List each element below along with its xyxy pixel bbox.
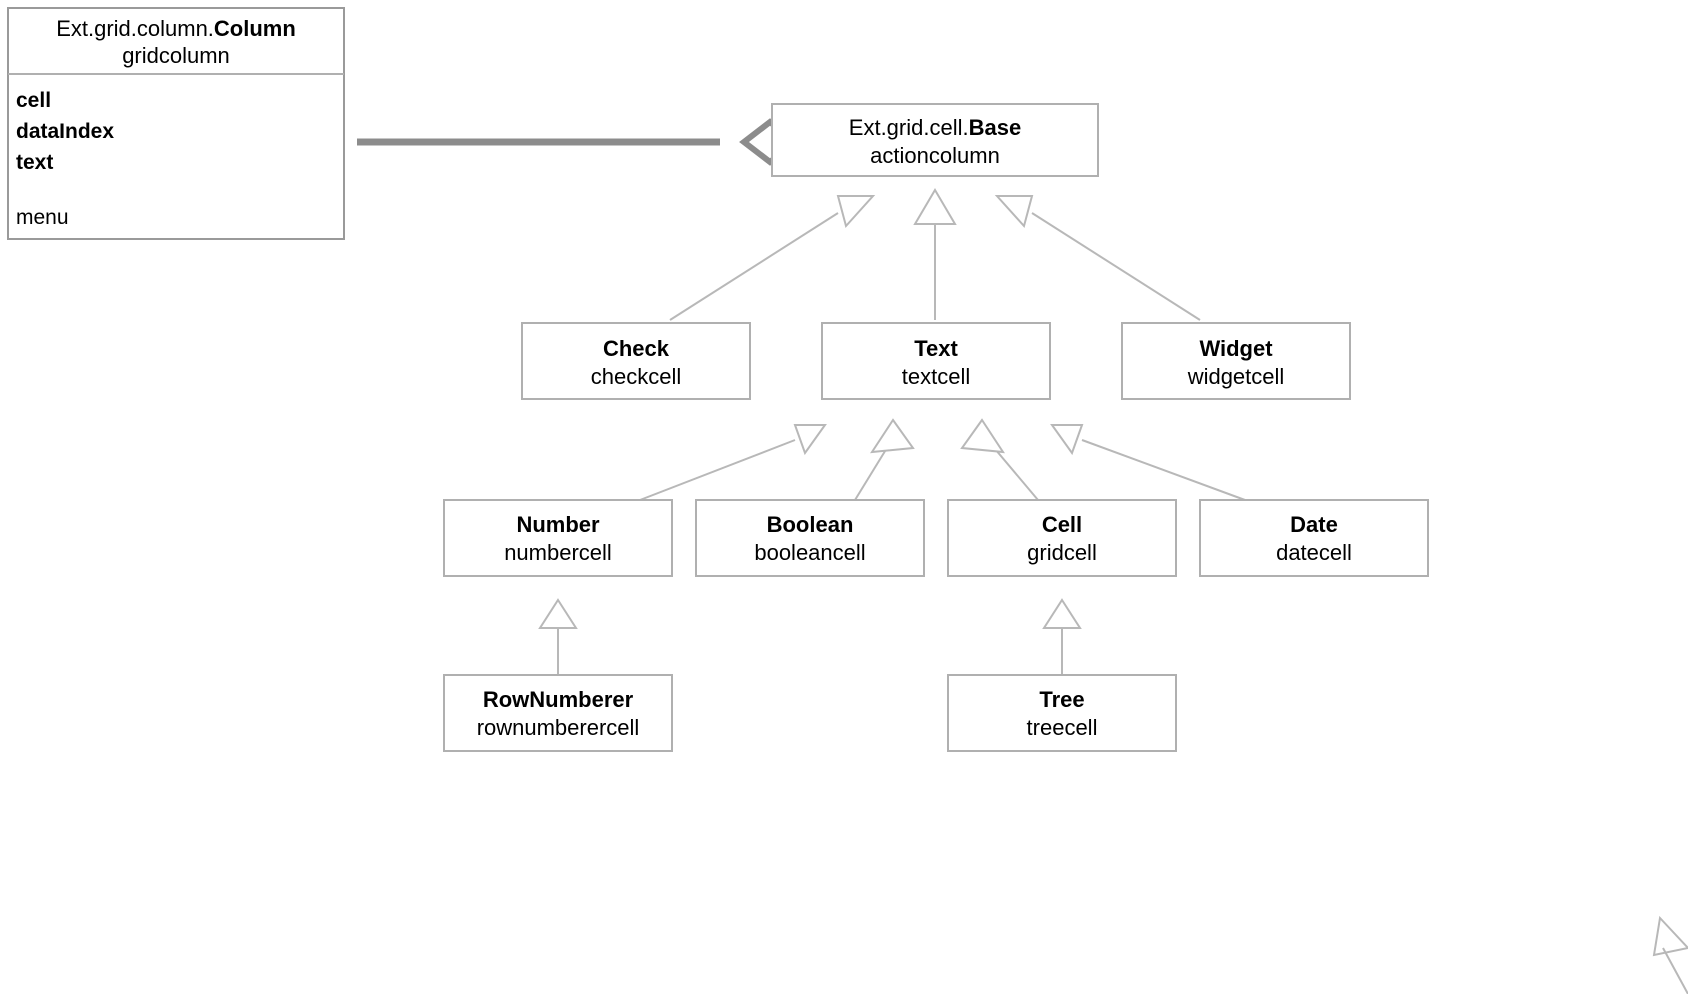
class-alias-cell: gridcell bbox=[1027, 540, 1097, 565]
class-box-outline bbox=[1199, 499, 1429, 577]
class-alias-boolean: booleancell bbox=[754, 540, 865, 565]
relationship-inheritance-rownumberer-number bbox=[538, 598, 578, 678]
class-header-widget: Widget bbox=[1199, 336, 1273, 361]
relationship-inheritance-tree-cell bbox=[1042, 598, 1082, 678]
class-alias-date: datecell bbox=[1276, 540, 1352, 565]
class-box-outline bbox=[443, 499, 673, 577]
class-box-check[interactable]: Check checkcell bbox=[521, 322, 751, 400]
inheritance-line bbox=[854, 442, 891, 501]
class-header-cell: Cell bbox=[1042, 512, 1082, 537]
class-alias-text: textcell bbox=[902, 364, 970, 389]
inheritance-line bbox=[1031, 212, 1201, 321]
class-header-check: Check bbox=[603, 336, 670, 361]
inheritance-arrow-icon bbox=[1652, 915, 1688, 957]
class-alias-column: gridcolumn bbox=[122, 43, 230, 68]
class-header-number: Number bbox=[516, 512, 600, 537]
inheritance-line bbox=[1081, 439, 1246, 501]
class-box-boolean[interactable]: Boolean booleancell bbox=[695, 499, 925, 577]
class-box-date[interactable]: Date datecell bbox=[1199, 499, 1429, 577]
class-header-column: Ext.grid.column.Column bbox=[56, 16, 296, 41]
class-box-text[interactable]: Text textcell bbox=[821, 322, 1051, 400]
class-box-number[interactable]: Number numbercell bbox=[443, 499, 673, 577]
class-attribute-cell: cell bbox=[16, 89, 51, 112]
class-box-outline bbox=[821, 322, 1051, 400]
inheritance-line bbox=[1662, 947, 1688, 994]
relationship-inheritance-cell-text bbox=[960, 418, 1039, 501]
class-box-outline bbox=[771, 103, 1099, 177]
class-header-rownumberer: RowNumberer bbox=[483, 687, 634, 712]
class-box-cell[interactable]: Cell gridcell bbox=[947, 499, 1177, 577]
class-header-boolean: Boolean bbox=[767, 512, 854, 537]
relationship-inheritance-date-text bbox=[1050, 424, 1246, 501]
class-box-outline bbox=[947, 674, 1177, 752]
class-box-outline bbox=[947, 499, 1177, 577]
relationship-inheritance-widget-base bbox=[994, 195, 1201, 321]
inheritance-line bbox=[669, 212, 839, 321]
class-box-column[interactable]: Ext.grid.column.Column gridcolumn cell d… bbox=[7, 7, 345, 240]
inheritance-arrow-icon bbox=[1050, 424, 1084, 456]
class-header-date: Date bbox=[1290, 512, 1338, 537]
class-attribute-dataindex: dataIndex bbox=[16, 120, 114, 143]
class-attribute-text: text bbox=[16, 151, 53, 174]
inheritance-line bbox=[639, 439, 796, 501]
class-alias-number: numbercell bbox=[504, 540, 612, 565]
class-box-widget[interactable]: Widget widgetcell bbox=[1121, 322, 1351, 400]
class-alias-check: checkcell bbox=[591, 364, 681, 389]
relationship-inheritance-boolean-text bbox=[854, 418, 915, 501]
inheritance-arrow-icon bbox=[960, 418, 1005, 454]
relationship-inheritance-text-base bbox=[913, 188, 957, 320]
inheritance-arrow-icon bbox=[870, 418, 915, 454]
relationship-inheritance-check-base bbox=[669, 195, 876, 321]
class-box-rownumberer[interactable]: RowNumberer rownumberercell bbox=[443, 674, 673, 752]
inheritance-arrow-icon bbox=[793, 424, 827, 456]
class-box-outline bbox=[695, 499, 925, 577]
inheritance-arrow-icon bbox=[994, 195, 1034, 229]
class-header-text: Text bbox=[914, 336, 958, 361]
relationship-aggregation-column-base bbox=[357, 118, 801, 166]
class-alias-widget: widgetcell bbox=[1187, 364, 1285, 389]
class-box-outline bbox=[521, 322, 751, 400]
relationship-inheritance-number-text bbox=[639, 424, 827, 501]
inheritance-arrow-icon bbox=[836, 195, 876, 229]
class-box-tree[interactable]: Tree treecell bbox=[947, 674, 1177, 752]
clipped-inheritance-arrow-artifact bbox=[1652, 915, 1688, 994]
inheritance-arrow-icon bbox=[538, 598, 578, 629]
class-box-outline bbox=[7, 7, 345, 240]
class-box-outline bbox=[443, 674, 673, 752]
class-box-outline bbox=[1121, 322, 1351, 400]
inheritance-arrow-icon bbox=[1042, 598, 1082, 629]
class-box-base[interactable]: Ext.grid.cell.Base actioncolumn bbox=[771, 103, 1099, 177]
class-alias-rownumberer: rownumberercell bbox=[477, 715, 640, 740]
class-header-base: Ext.grid.cell.Base bbox=[849, 115, 1021, 140]
class-alias-base: actioncolumn bbox=[870, 143, 1000, 168]
inheritance-arrow-icon bbox=[913, 188, 957, 225]
class-attribute-menu: menu bbox=[16, 206, 69, 229]
class-header-tree: Tree bbox=[1039, 687, 1084, 712]
class-alias-tree: treecell bbox=[1027, 715, 1098, 740]
